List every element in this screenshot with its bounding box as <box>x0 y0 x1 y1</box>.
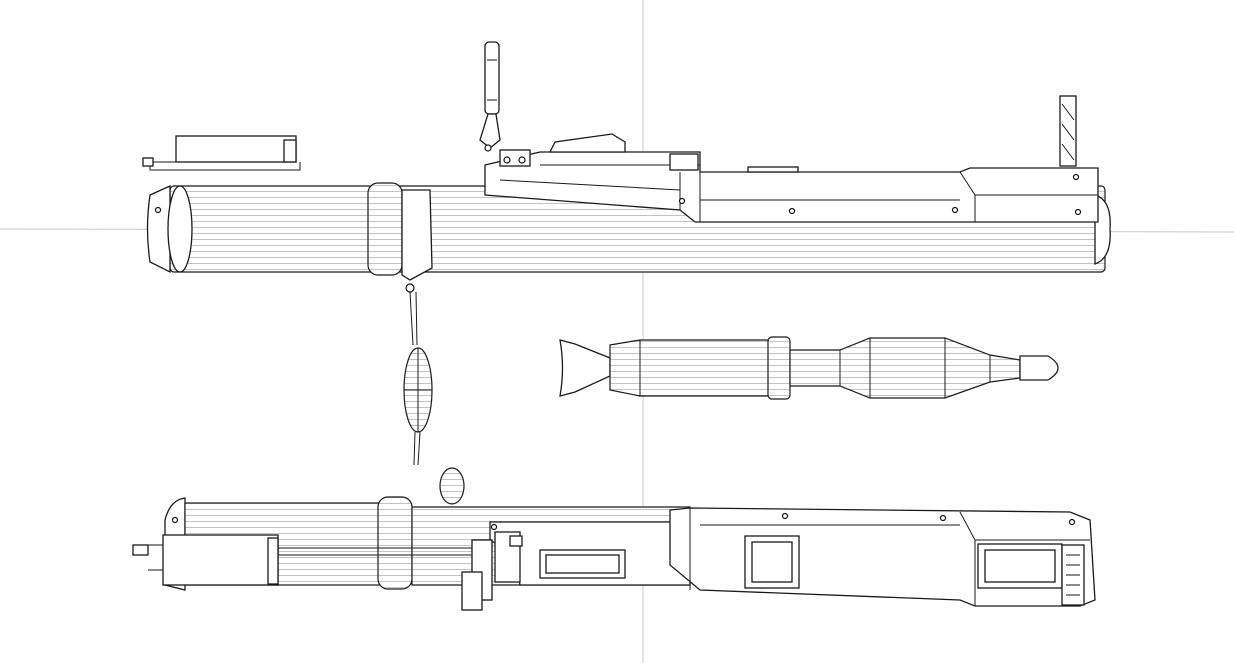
lens-cover-bottom <box>439 467 465 505</box>
rocket-projectile <box>559 336 1059 400</box>
sight-box <box>175 135 297 163</box>
collar <box>367 182 403 276</box>
sight-box-bottom <box>162 534 279 586</box>
flip-sight <box>1059 95 1077 167</box>
bottom-view-launcher <box>132 467 1096 611</box>
side-view-launcher <box>142 41 1111 466</box>
front-handle <box>484 41 500 115</box>
upper-housing <box>484 151 1099 223</box>
